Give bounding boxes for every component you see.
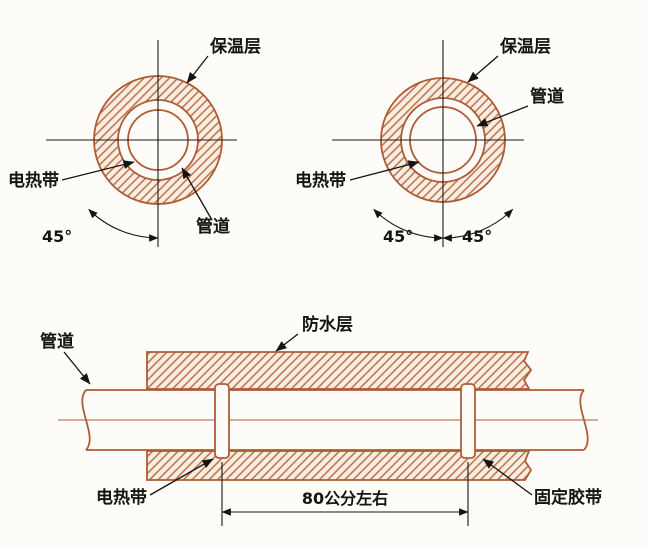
leader-line	[63, 351, 91, 385]
angle-arc	[88, 208, 159, 242]
leader-line	[349, 160, 420, 181]
pipe-break-right	[579, 389, 589, 451]
cross-section-left: 保温层 电热带 管道 45°	[8, 36, 261, 247]
leader-line	[275, 333, 299, 352]
insulation-hatch-top	[146, 351, 533, 390]
waterproof-label: 防水层	[302, 314, 353, 335]
angle-right-label: 45°	[462, 227, 492, 246]
leader-line	[476, 105, 529, 127]
angle-left-label: 45°	[383, 227, 413, 246]
pipe-break-left	[81, 389, 91, 451]
leader-line	[482, 458, 533, 496]
fixing-tape	[460, 383, 476, 459]
leader-line	[61, 160, 135, 181]
heating-cable-label: 电热带	[8, 170, 59, 191]
angle-arc-right	[442, 208, 514, 242]
cross-section-right: 保温层 管道 电热带 45° 45°	[295, 36, 564, 247]
pipe-label: 管道	[530, 86, 564, 107]
insulation-label: 保温层	[209, 36, 261, 57]
angle-arc-left	[373, 208, 444, 242]
leader-line	[467, 55, 499, 83]
longitudinal-section: 防水层 管道 电热带 固定胶带 80公分左右	[40, 314, 602, 526]
spacing-dimension-label: 80公分左右	[302, 489, 388, 508]
leader-line	[181, 167, 213, 221]
heating-cable-label: 电热带	[295, 170, 346, 191]
pipe-label: 管道	[40, 331, 74, 352]
insulation-hatch-bottom	[146, 450, 533, 481]
angle-label: 45°	[42, 227, 72, 246]
heating-cable-label: 电热带	[96, 487, 147, 508]
leader-line	[186, 55, 209, 84]
fixing-tape-label: 固定胶带	[534, 487, 602, 508]
fixing-tape	[214, 383, 230, 459]
insulation-label: 保温层	[499, 36, 551, 57]
leader-line	[149, 458, 214, 496]
pipe-label: 管道	[196, 216, 230, 237]
